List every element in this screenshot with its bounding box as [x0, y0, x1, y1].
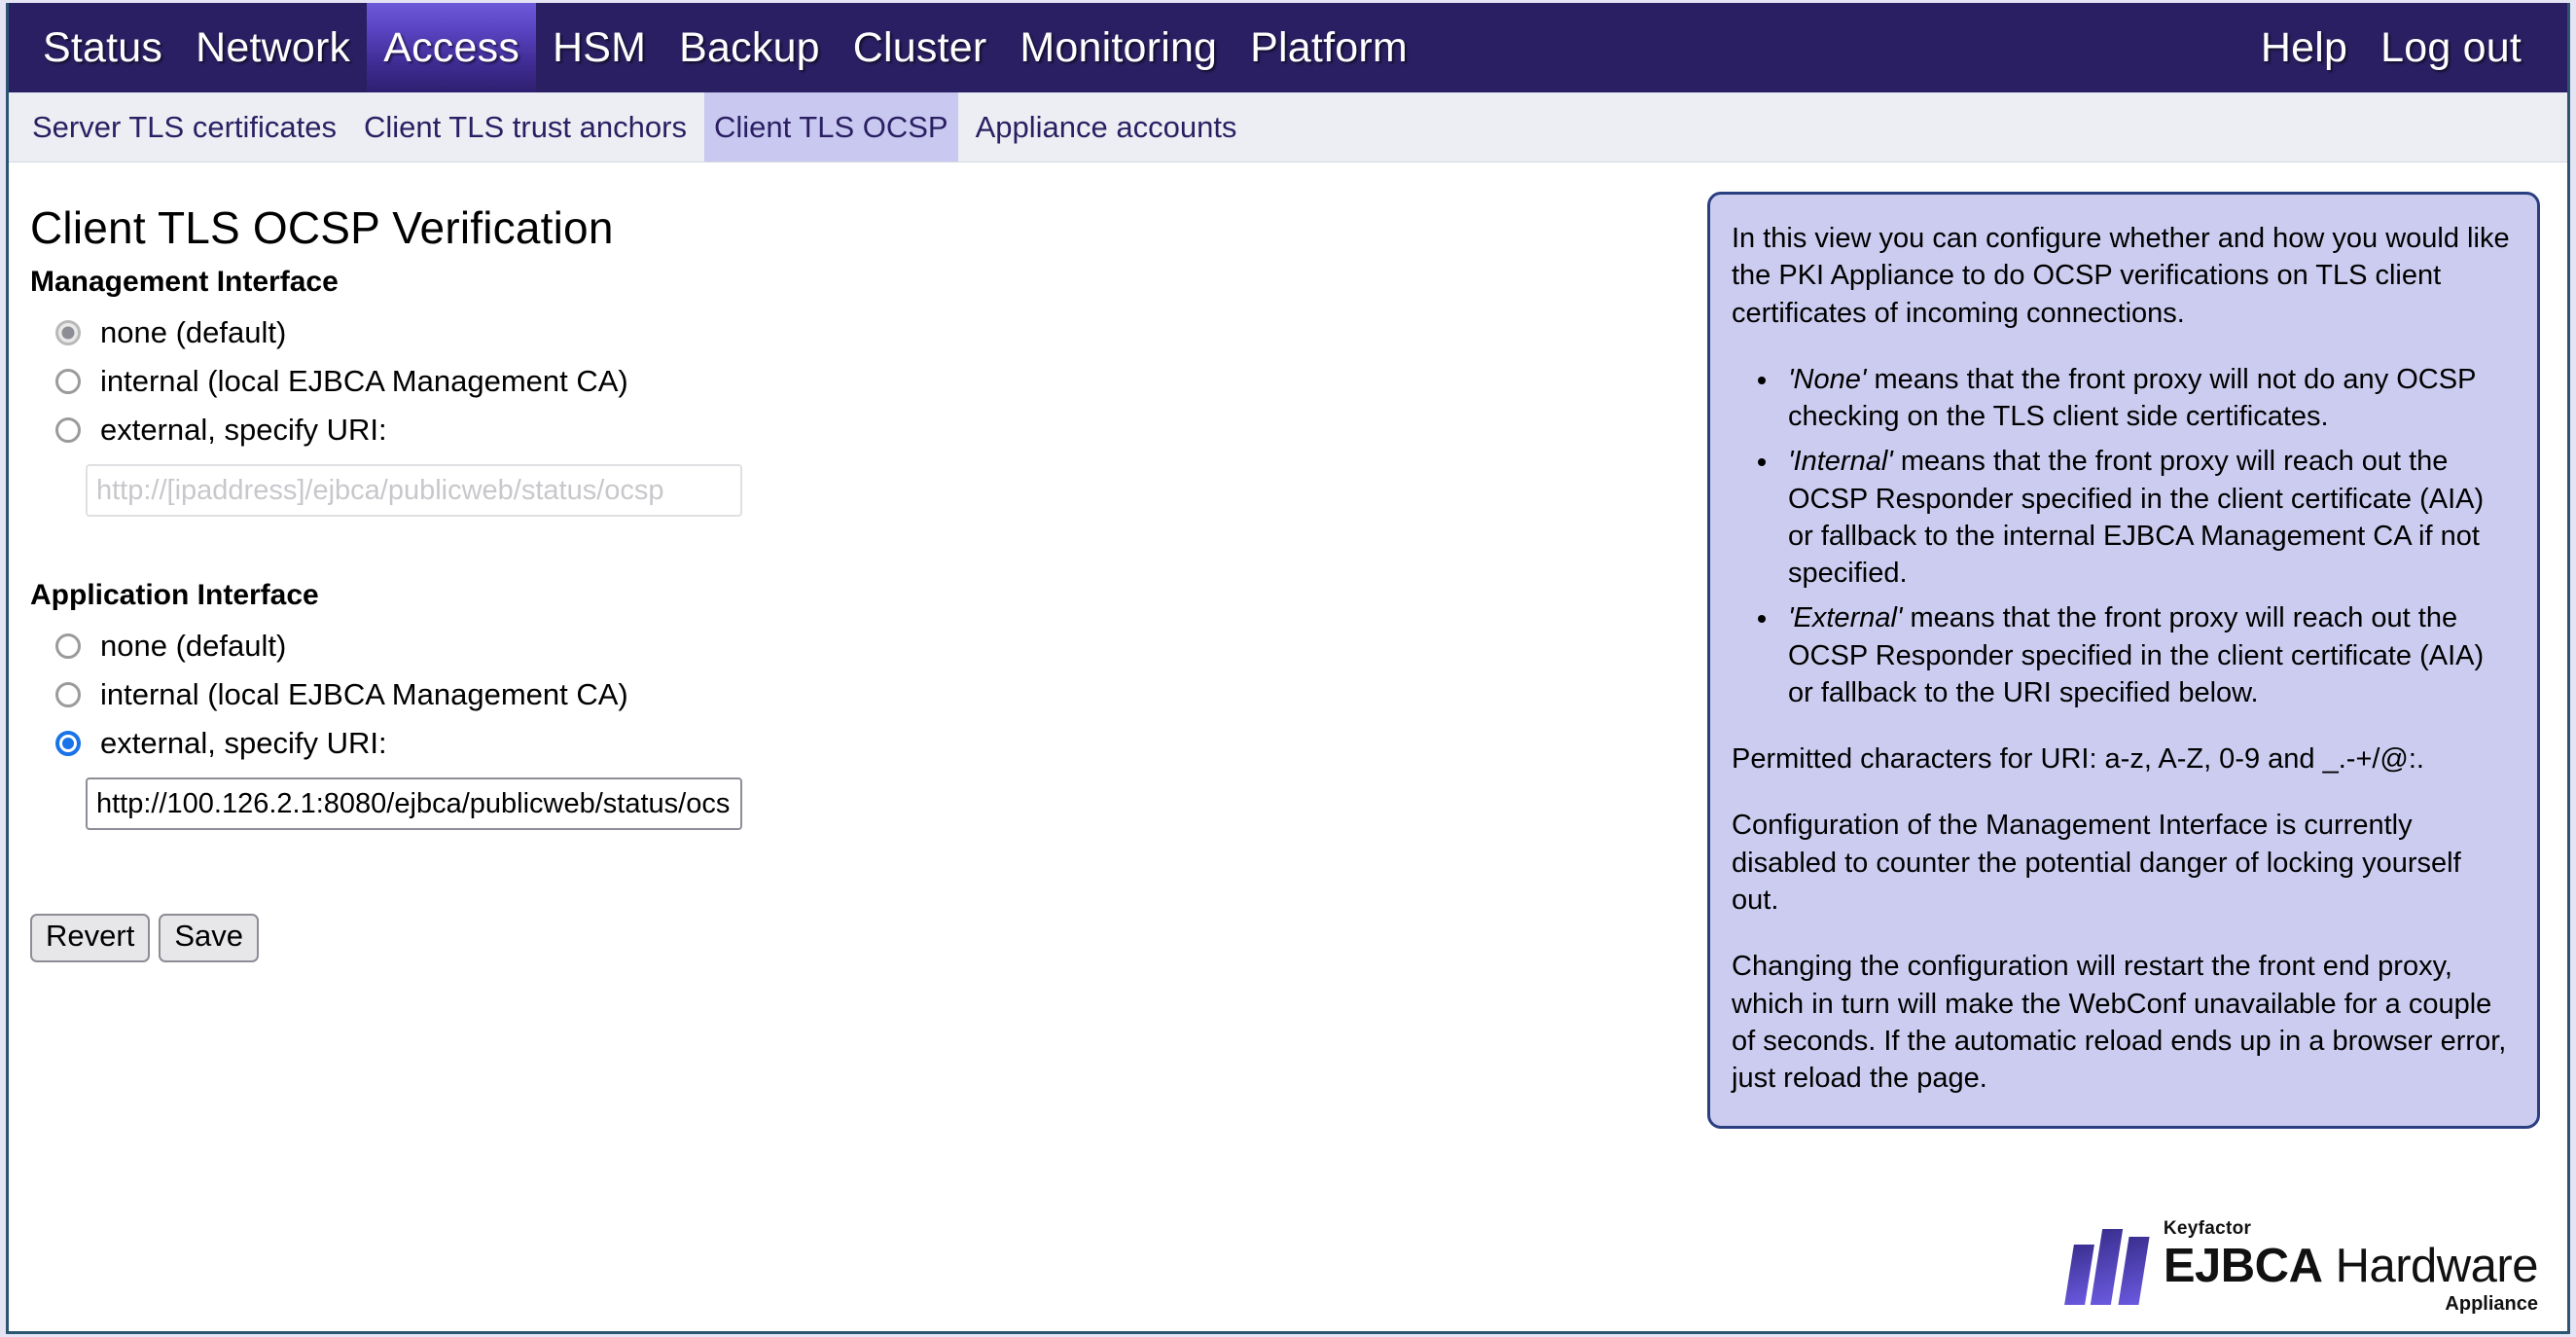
radio-application-none-label: none (default)	[100, 629, 287, 663]
nav-item-network[interactable]: Network	[196, 23, 351, 71]
nav-item-logout[interactable]: Log out	[2380, 23, 2522, 71]
logo-product-text: EJBCA Hardware	[2163, 1240, 2539, 1292]
radio-application-external[interactable]	[55, 731, 81, 756]
nav-item-hsm[interactable]: HSM	[553, 23, 647, 71]
management-option-internal[interactable]: internal (local EJBCA Management CA)	[55, 357, 1664, 406]
management-option-none[interactable]: none (default)	[55, 308, 1664, 357]
logo-bar-1	[2063, 1244, 2094, 1305]
management-interface-section: Management Interface none (default) inte…	[30, 266, 1664, 517]
nav-item-backup[interactable]: Backup	[679, 23, 820, 71]
help-term-internal: 'Internal'	[1788, 446, 1893, 478]
revert-button[interactable]: Revert	[30, 914, 151, 962]
radio-management-external-label: external, specify URI:	[100, 413, 387, 447]
help-bullet-none: 'None' means that the front proxy will n…	[1780, 361, 2512, 436]
ejbca-logo: Keyfactor EJBCA Hardware Appliance	[2063, 1218, 2539, 1315]
nav-item-monitoring[interactable]: Monitoring	[1020, 23, 1218, 71]
logo-bar-2	[2090, 1228, 2124, 1305]
logo-ejbca-text: EJBCA	[2163, 1240, 2323, 1292]
help-management-disabled-note: Configuration of the Management Interfac…	[1732, 810, 2461, 916]
help-panel: In this view you can configure whether a…	[1707, 192, 2540, 1130]
logo-appliance-text: Appliance	[2445, 1293, 2538, 1315]
management-uri-input[interactable]	[86, 464, 742, 517]
nav-item-cluster[interactable]: Cluster	[852, 23, 987, 71]
top-nav-primary-group: Status Network Access HSM Backup Cluster…	[9, 3, 1424, 92]
help-intro-paragraph: In this view you can configure whether a…	[1732, 223, 2510, 329]
section-spacer	[30, 517, 1664, 579]
help-bullet-external: 'External' means that the front proxy wi…	[1780, 599, 2512, 711]
radio-application-external-label: external, specify URI:	[100, 726, 387, 760]
help-permitted-characters: Permitted characters for URI: a-z, A-Z, …	[1732, 743, 2424, 776]
sub-navigation-bar: Server TLS certificates Client TLS trust…	[9, 92, 2567, 163]
nav-item-help[interactable]: Help	[2260, 23, 2348, 71]
application-interface-section: Application Interface none (default) int…	[30, 579, 1664, 830]
keyfactor-bars-icon	[2063, 1228, 2150, 1305]
radio-management-none-label: none (default)	[100, 315, 287, 349]
form-actions: Revert Save	[30, 914, 1664, 962]
logo-keyfactor-text: Keyfactor	[2163, 1218, 2252, 1239]
application-interface-heading: Application Interface	[30, 579, 319, 611]
nav-item-platform[interactable]: Platform	[1250, 23, 1408, 71]
subnav-item-server-tls-certificates[interactable]: Server TLS certificates	[32, 109, 337, 144]
help-text-internal: means that the front proxy will reach ou…	[1788, 446, 2485, 590]
management-interface-heading: Management Interface	[30, 266, 339, 298]
logo-bar-3	[2118, 1236, 2150, 1305]
help-bullet-list: 'None' means that the front proxy will n…	[1732, 361, 2512, 711]
radio-application-internal[interactable]	[55, 682, 81, 707]
configuration-form: Client TLS OCSP Verification Management …	[30, 201, 1664, 962]
help-text-external: means that the front proxy will reach ou…	[1788, 602, 2485, 708]
radio-management-none[interactable]	[55, 320, 81, 345]
content-area: Client TLS OCSP Verification Management …	[9, 163, 2567, 1331]
radio-application-none[interactable]	[55, 633, 81, 659]
application-option-none[interactable]: none (default)	[55, 622, 1664, 670]
management-option-external[interactable]: external, specify URI:	[55, 406, 1664, 454]
subnav-item-appliance-accounts[interactable]: Appliance accounts	[975, 109, 1237, 144]
logo-hardware-text: Hardware	[2335, 1240, 2539, 1292]
nav-item-access[interactable]: Access	[367, 3, 537, 92]
help-text-none: means that the front proxy will not do a…	[1788, 363, 2476, 433]
top-nav-secondary-group: Help Log out	[2244, 3, 2567, 92]
top-navigation-bar: Status Network Access HSM Backup Cluster…	[9, 3, 2567, 92]
radio-management-internal[interactable]	[55, 369, 81, 394]
help-bullet-internal: 'Internal' means that the front proxy wi…	[1780, 443, 2512, 592]
subnav-item-client-tls-ocsp[interactable]: Client TLS OCSP	[703, 92, 958, 162]
radio-management-external[interactable]	[55, 417, 81, 443]
help-term-none: 'None'	[1788, 363, 1867, 395]
nav-item-status[interactable]: Status	[43, 23, 163, 71]
app-window: Status Network Access HSM Backup Cluster…	[6, 3, 2570, 1334]
help-restart-note: Changing the configuration will restart …	[1732, 951, 2507, 1095]
page-title: Client TLS OCSP Verification	[30, 202, 614, 253]
application-uri-input[interactable]	[86, 777, 742, 830]
application-option-internal[interactable]: internal (local EJBCA Management CA)	[55, 670, 1664, 719]
help-term-external: 'External'	[1788, 602, 1903, 634]
save-button[interactable]: Save	[159, 914, 259, 962]
subnav-item-client-tls-trust-anchors[interactable]: Client TLS trust anchors	[363, 109, 687, 144]
application-option-external[interactable]: external, specify URI:	[55, 719, 1664, 768]
radio-application-internal-label: internal (local EJBCA Management CA)	[100, 677, 628, 711]
logo-wordmark: Keyfactor EJBCA Hardware Appliance	[2163, 1218, 2539, 1315]
radio-management-internal-label: internal (local EJBCA Management CA)	[100, 364, 628, 398]
